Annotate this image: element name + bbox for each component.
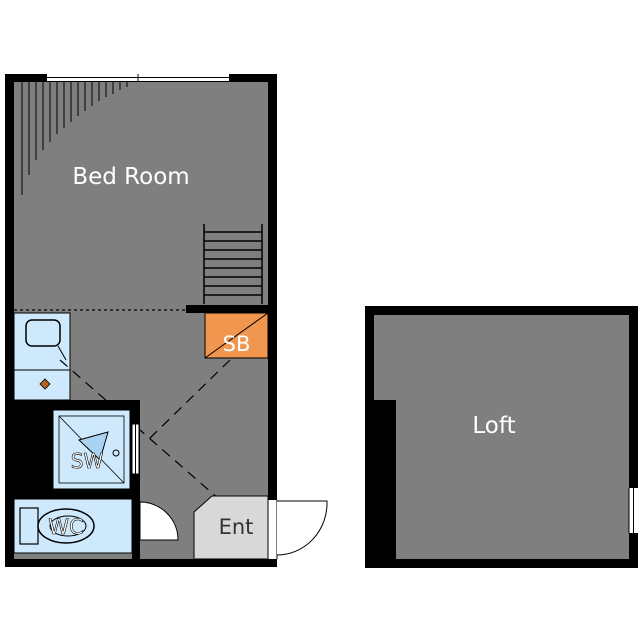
shower-label: SW (71, 449, 104, 473)
top-window (47, 74, 229, 81)
wet-area-wall-side (5, 400, 53, 492)
toilet-room: WC (13, 498, 133, 554)
loft-unit: Loft (365, 306, 638, 568)
bottom-wall (5, 559, 277, 567)
bed-room-label: Bed Room (72, 164, 189, 190)
loft-inner-wall (374, 400, 396, 559)
closet-hatching (21, 82, 128, 195)
main-unit: SB SW WC (5, 74, 328, 567)
toilet-wall-right (132, 499, 140, 559)
front-door (267, 500, 328, 559)
entrance-label: Ent (219, 515, 254, 539)
shower-door (131, 423, 140, 475)
wet-area-wall (5, 400, 140, 410)
toilet-label: WC (48, 515, 83, 539)
entrance: Ent (193, 495, 269, 560)
partition-wall (186, 305, 268, 313)
wet-area-wall-bottom (5, 489, 140, 499)
storage-label: SB (223, 332, 251, 356)
toilet-door (139, 501, 179, 541)
shower-room: SW (52, 409, 131, 490)
loft-ladder (203, 224, 263, 304)
loft-label: Loft (472, 413, 515, 439)
storage-box: SB (204, 312, 269, 359)
loft-window (628, 488, 638, 533)
loft-floor (374, 315, 629, 559)
kitchen-stove (13, 369, 71, 401)
